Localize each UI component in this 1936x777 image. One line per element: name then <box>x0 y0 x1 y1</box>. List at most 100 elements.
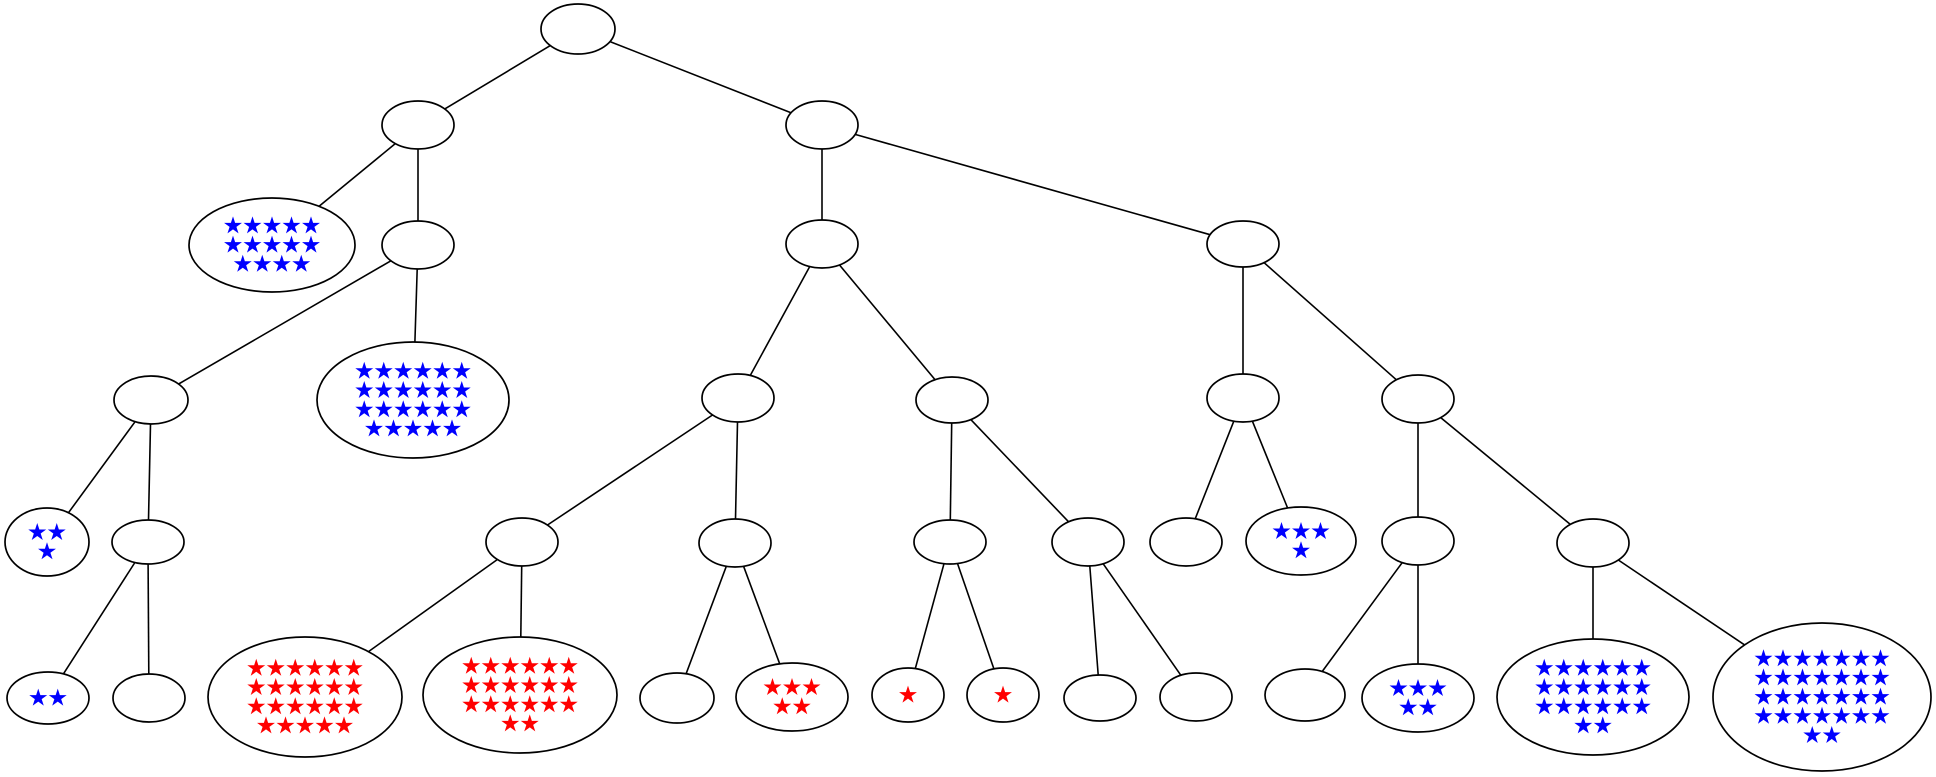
red-star-icon <box>344 658 363 676</box>
red-star-icon <box>462 676 481 693</box>
tree-edge-n3-right-a-to-leaf-blue-4 <box>1251 420 1289 509</box>
blue-star-icon <box>365 419 383 437</box>
red-star-icon <box>520 656 539 674</box>
node-ellipse <box>111 519 185 565</box>
blue-star-icon <box>302 235 320 253</box>
blue-star-icon <box>1754 706 1773 724</box>
red-star-icon <box>802 678 821 695</box>
tree-node-n3-mid-right <box>915 376 989 424</box>
tree-edge-n4-mid-b-to-leaf-red-1b <box>956 563 995 670</box>
blue-star-icon <box>1593 678 1612 695</box>
node-ellipse <box>785 219 859 269</box>
blue-star-icon <box>1535 658 1554 676</box>
blue-star-icon <box>1632 678 1651 695</box>
red-star-icon <box>462 695 481 713</box>
red-star-icon <box>247 678 266 695</box>
red-star-icon <box>501 676 520 693</box>
blue-star-icon <box>1793 668 1812 686</box>
blue-star-icon <box>1774 706 1792 724</box>
node-ellipse <box>1149 517 1223 567</box>
tree-edge-n3-mid-left-to-n4-red-piles <box>547 414 713 526</box>
blue-star-icon <box>433 361 452 379</box>
blue-star-icon <box>1793 649 1812 667</box>
tree-edge-n4-right-b-to-leaf-blue-30 <box>1617 559 1746 646</box>
blue-star-icon <box>1574 678 1593 695</box>
red-star-icon <box>481 676 500 693</box>
blue-star-icon <box>243 235 262 253</box>
blue-star-icon <box>1574 697 1593 715</box>
blue-star-icon <box>394 361 413 379</box>
blue-star-icon <box>224 216 242 234</box>
blue-star-icon <box>1554 697 1573 715</box>
tree-edge-n4-mid-a-to-leaf-red-5 <box>742 566 781 665</box>
blue-star-icon <box>1593 697 1612 715</box>
red-star-icon <box>344 678 363 695</box>
red-star-icon <box>899 685 917 703</box>
blue-star-icon <box>1852 706 1870 724</box>
red-star-icon <box>276 716 295 734</box>
tree-leaf-leaf-empty-3 <box>639 672 715 724</box>
blue-star-icon <box>443 419 461 437</box>
tree-edge-n3-left-to-leaf-blue-3 <box>67 421 136 514</box>
tree-leaf-leaf-red-1a <box>871 667 945 723</box>
red-star-icon <box>481 695 500 713</box>
tree-node-n1-right <box>785 100 859 150</box>
pile-ellipse-5-red <box>735 662 849 732</box>
red-star-icon <box>305 658 324 676</box>
node-ellipse <box>1206 220 1280 268</box>
blue-star-icon <box>1399 698 1418 716</box>
tree-edge-n1-left-to-leaf-blue-14 <box>318 142 396 207</box>
blue-star-icon <box>1813 649 1831 667</box>
red-star-icon <box>325 678 344 695</box>
blue-star-icon <box>263 216 281 234</box>
tree-edge-n4-right-a-to-leaf-empty-6 <box>1321 562 1403 672</box>
tree-node-n2-mid <box>785 219 859 269</box>
blue-star-icon <box>1871 706 1890 724</box>
tree-edge-n4-mid-a-to-leaf-empty-3 <box>685 566 728 675</box>
blue-star-icon <box>1852 668 1870 686</box>
blue-star-icon <box>243 216 262 234</box>
blue-star-icon <box>355 381 374 398</box>
blue-star-icon <box>253 254 272 272</box>
node-ellipse <box>381 220 455 270</box>
red-star-icon <box>773 697 792 715</box>
blue-star-icon <box>1832 687 1851 705</box>
tree-edge-n4-left-to-leaf-empty-2 <box>147 563 150 675</box>
red-star-icon <box>305 678 324 695</box>
red-star-icon <box>520 695 539 713</box>
red-star-icon <box>257 716 275 734</box>
tree-edge-n4-mid-c-to-leaf-empty-4 <box>1089 565 1099 676</box>
node-ellipse <box>381 100 455 150</box>
tree-edge-n3-mid-left-to-n4-mid-a <box>734 421 739 520</box>
tree-node-n4-mid-c <box>1051 517 1125 567</box>
red-star-icon <box>792 697 811 715</box>
blue-star-icon <box>355 400 374 418</box>
red-star-icon <box>520 714 539 732</box>
blue-star-icon <box>433 400 452 418</box>
node-ellipse <box>913 519 987 565</box>
blue-star-icon <box>374 381 393 398</box>
red-star-icon <box>559 656 578 674</box>
node-ellipse <box>485 517 559 567</box>
pile-ellipse-23-blue <box>316 341 510 459</box>
blue-star-icon <box>282 235 301 253</box>
blue-star-icon <box>1852 649 1870 667</box>
node-ellipse <box>540 3 616 55</box>
blue-star-icon <box>1389 679 1408 696</box>
tree-leaf-leaf-empty-4 <box>1063 674 1137 722</box>
tree-leaf-leaf-blue-4 <box>1245 506 1357 576</box>
tree-leaf-leaf-blue-14 <box>188 197 356 293</box>
red-star-icon <box>286 658 305 676</box>
red-star-icon <box>540 656 559 674</box>
red-star-icon <box>266 678 285 695</box>
pile-ellipse-5-blue <box>1361 663 1475 733</box>
red-star-icon <box>481 656 500 674</box>
red-star-icon <box>247 697 266 715</box>
blue-star-icon <box>1774 687 1792 705</box>
blue-star-icon <box>1632 658 1651 676</box>
tree-edge-n2-mid-to-n3-mid-left <box>749 266 811 376</box>
tree-edge-root-to-n1-left <box>444 44 551 110</box>
tree-leaf-leaf-blue-3 <box>4 507 90 577</box>
node-ellipse <box>639 672 715 724</box>
